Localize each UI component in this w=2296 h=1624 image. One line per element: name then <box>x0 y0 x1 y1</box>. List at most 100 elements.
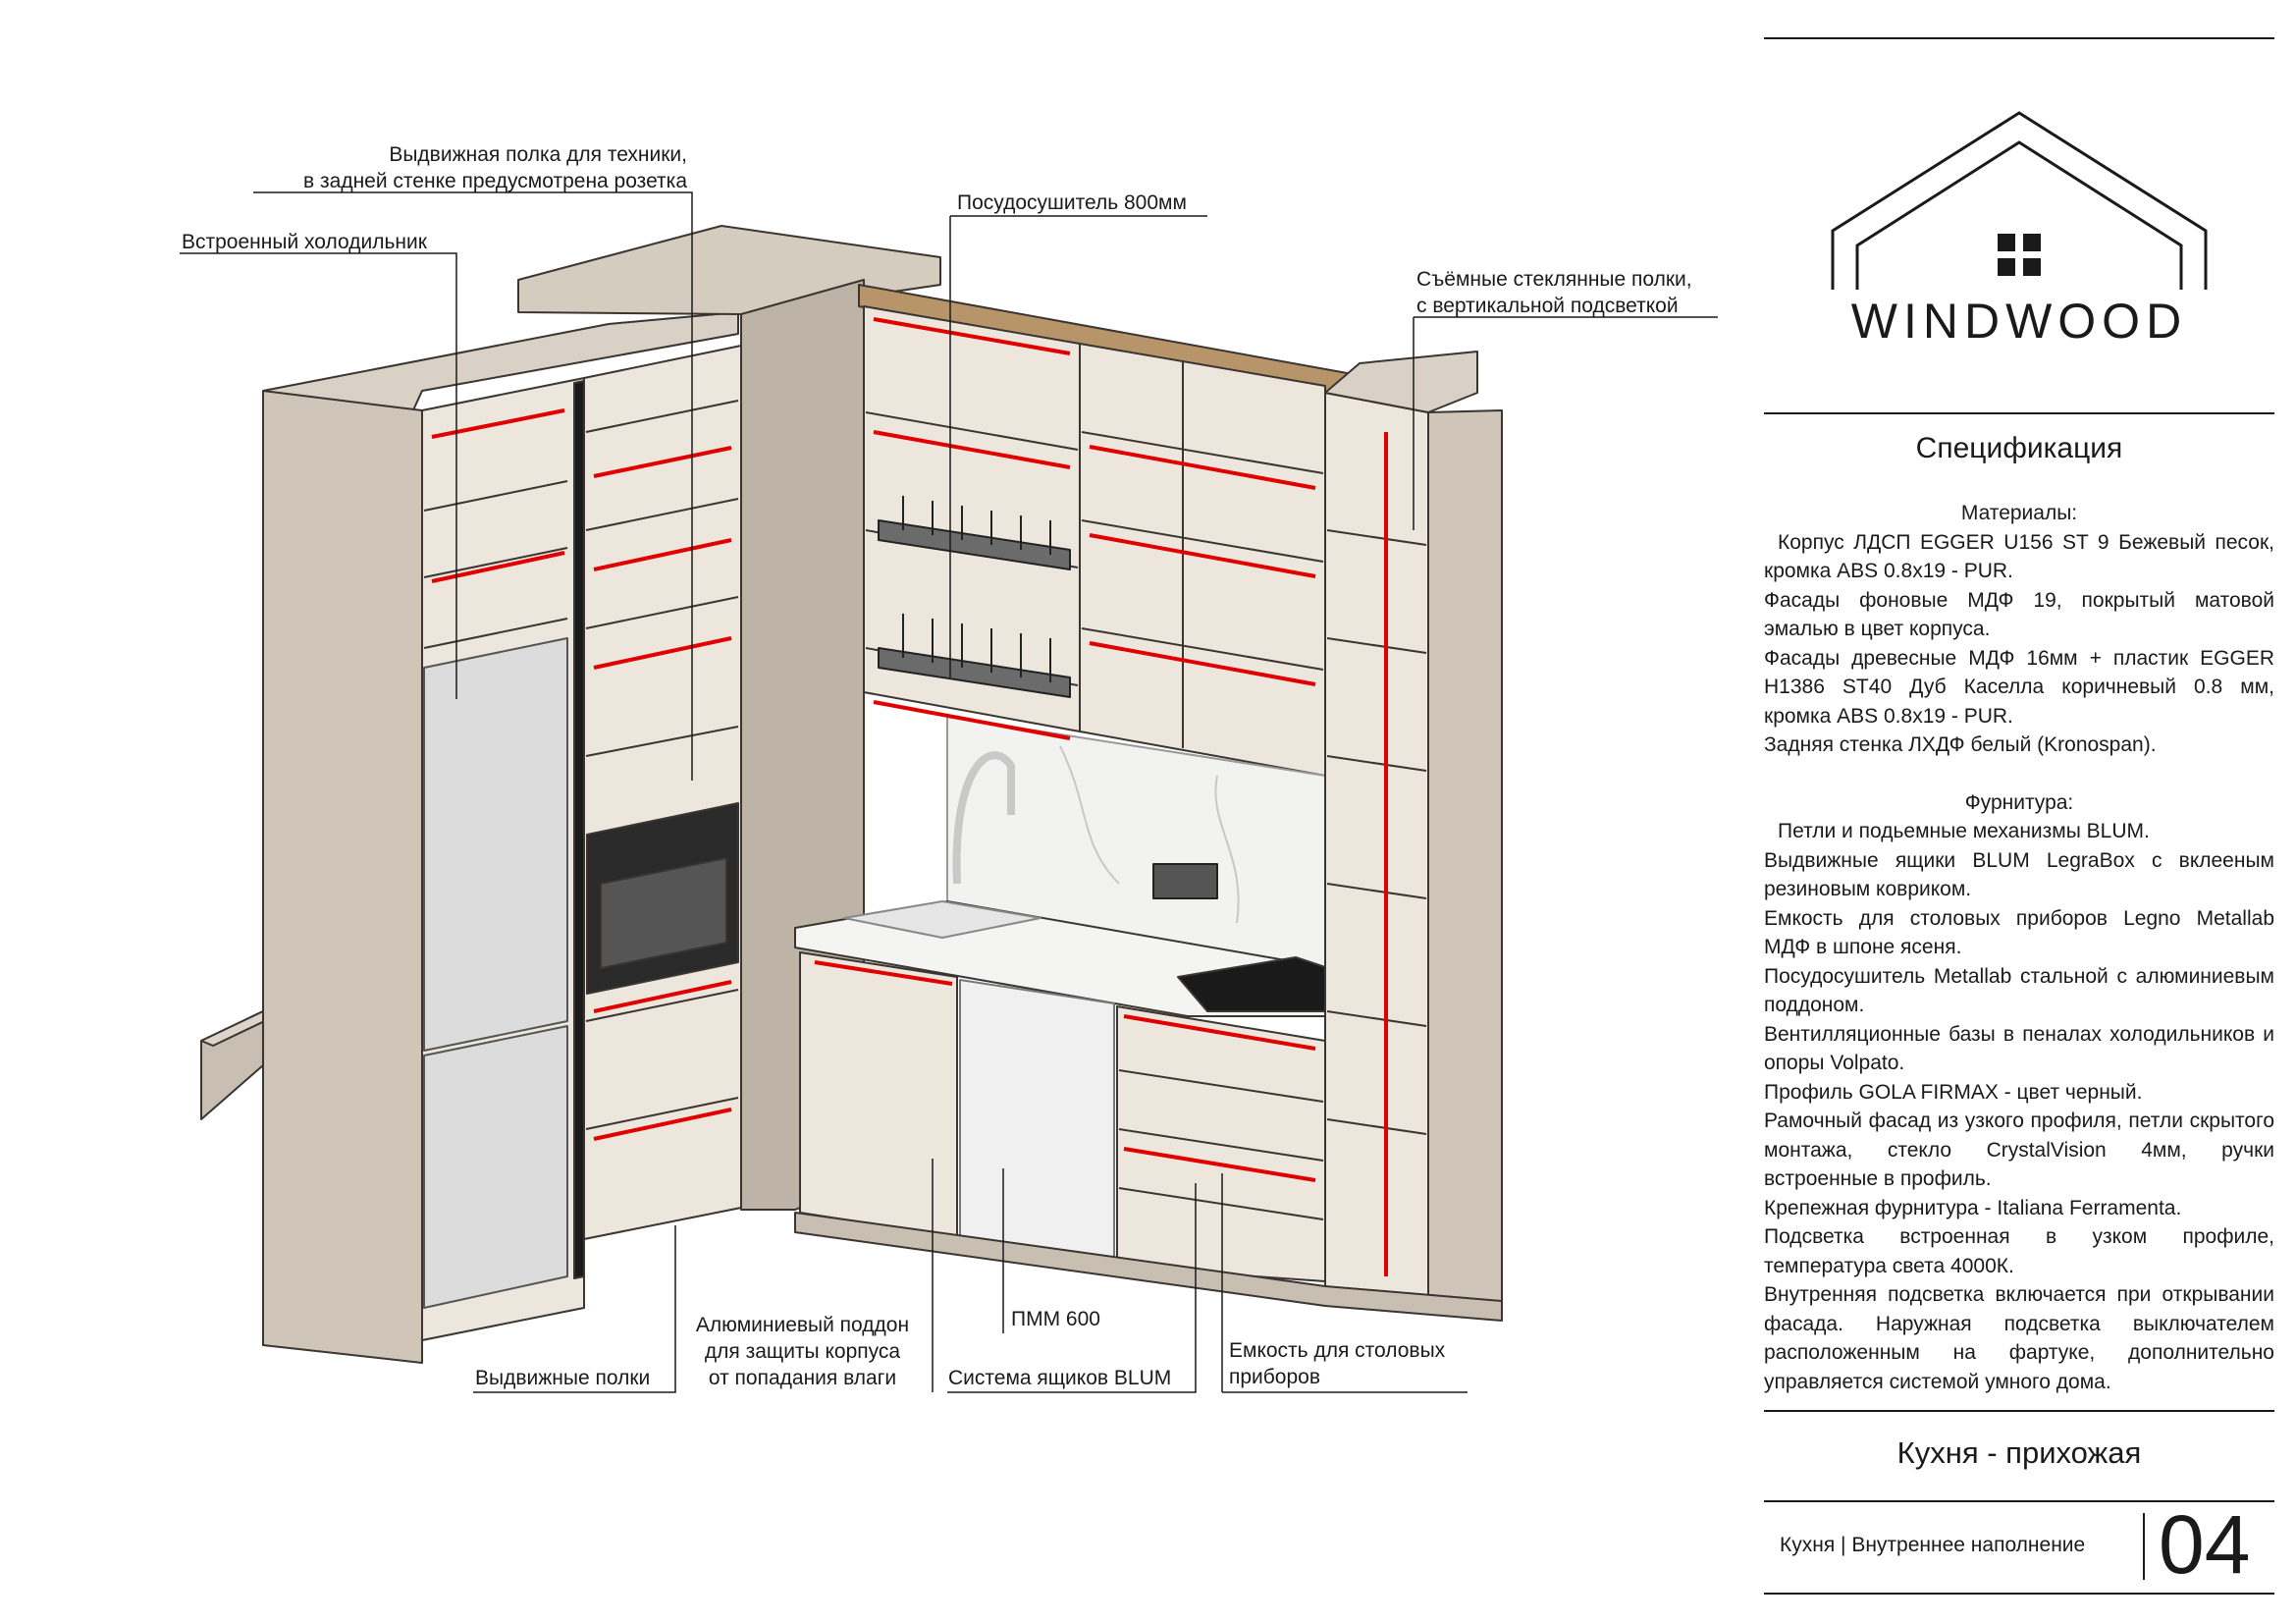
fridge-door-lower <box>423 1025 568 1309</box>
oven-column-inner <box>583 345 742 1240</box>
glass-shelf <box>1326 1010 1427 1027</box>
oven-shelf <box>585 726 739 757</box>
sheet-label: Кухня | Внутреннее наполнение <box>1780 1534 2086 1556</box>
callout-line: Система ящиков BLUM <box>948 1367 1172 1389</box>
led-strips <box>431 317 1388 1276</box>
leader-drawer <box>947 1183 1197 1393</box>
kitchen-model <box>200 225 1503 1364</box>
glass-column-side <box>1427 409 1503 1307</box>
divider <box>1764 37 2274 39</box>
divider <box>1764 1410 2274 1412</box>
backsplash-vein <box>1059 745 1240 924</box>
brand-name: WINDWOOD <box>1850 294 2188 349</box>
spec-item: Фасады фоновые МДФ 19, покрытый матовой … <box>1764 588 2274 641</box>
leader-pull-out <box>473 1225 676 1393</box>
spec-item: Профиль GOLA FIRMAX - цвет черный. <box>1764 1080 2143 1104</box>
base-sink-cabinet <box>799 951 958 1238</box>
spec-item: Задняя стенка ЛХДФ белый (Kronospan). <box>1764 733 2157 756</box>
spec-item: Посудосушитель Metallab стальной с алюми… <box>1764 964 2274 1017</box>
drawer <box>1118 1187 1324 1220</box>
oven-shelf <box>585 596 739 629</box>
fridge-door <box>423 637 568 1052</box>
dishwasher-panel <box>959 979 1115 1263</box>
drawer <box>1118 1128 1324 1162</box>
upper-cabinet-right <box>1079 343 1326 777</box>
sink <box>843 900 1041 939</box>
oven-shelf <box>585 989 739 1022</box>
plinth <box>794 1212 1503 1322</box>
house-logo-icon <box>1831 111 2208 290</box>
callout-line: Выдвижная полка для техники, <box>389 143 687 166</box>
callout-line: ПММ 600 <box>1011 1308 1100 1330</box>
callout-dishwasher: ПММ 600 <box>1011 1306 1100 1332</box>
callout-line: с вертикальной подсветкой <box>1416 295 1679 317</box>
callout-drawer-system: Система ящиков BLUM <box>948 1365 1171 1391</box>
dish-rack <box>878 496 1071 698</box>
page-number: 04 <box>2159 1498 2251 1591</box>
leader-shelf-appliance <box>253 191 693 781</box>
callout-fridge: Встроенный холодильник <box>182 229 427 255</box>
callout-line: Съёмные стеклянные полки, <box>1416 268 1692 291</box>
callout-line: Емкость для столовых <box>1229 1339 1446 1362</box>
spec-item: Емкость для столовых приборов Legno Meta… <box>1764 906 2274 959</box>
callout-line: Встроенный холодильник <box>182 231 427 253</box>
title-block: WINDWOOD Спецификация Материалы: Корпус … <box>1764 0 2274 1624</box>
callout-line: в задней стенке предусмотрена розетка <box>303 170 687 192</box>
glass-shelf <box>1326 1118 1427 1135</box>
fridge-unit-side <box>262 390 423 1364</box>
fridge-shelf <box>423 480 568 512</box>
oven-shelf <box>585 1097 739 1130</box>
divider <box>1764 1593 2274 1595</box>
hardware-heading: Фурнитура: <box>1964 790 2074 814</box>
leader-fridge <box>180 252 457 699</box>
spec-title: Спецификация <box>1915 432 2123 464</box>
callout-cutlery: Емкость для столовых приборов <box>1229 1337 1445 1390</box>
divider <box>1764 412 2274 414</box>
leader-lines <box>180 191 1718 1393</box>
fridge-shelf <box>423 547 568 578</box>
upper-shelf <box>1081 519 1324 563</box>
oven-column-frame <box>573 380 585 1279</box>
oven-window <box>600 857 727 969</box>
glass-shelf <box>1326 883 1427 899</box>
upper-shelf <box>865 411 1079 451</box>
divider <box>1764 1500 2274 1502</box>
spec-item: Выдвижные ящики BLUM LegraBox с вклееным… <box>1764 848 2274 901</box>
oven-shelf <box>585 498 739 531</box>
glass-column-top <box>1324 351 1478 413</box>
callout-line: для защиты корпуса <box>704 1340 901 1363</box>
upper-shelf <box>1081 627 1324 671</box>
callout-pull-out-shelves: Выдвижные полки <box>475 1365 650 1391</box>
materials-heading: Материалы: <box>1960 502 2078 524</box>
spec-item: Вентилляционные базы в пеналах холодильн… <box>1764 1022 2274 1075</box>
upper-shelf <box>1081 431 1324 474</box>
spec-body: Материалы: Корпус ЛДСП EGGER U156 ST 9 Б… <box>1764 499 2274 1396</box>
faucet <box>952 751 1015 885</box>
spec-item: Подсветка встроенная в узком профиле, те… <box>1764 1225 2274 1277</box>
spec-item: Крепежная фурнитура - Italiana Ferrament… <box>1764 1196 2182 1219</box>
spec-item: Петли и подьемные механизмы BLUM. <box>1778 820 2150 842</box>
glass-shelf <box>1326 637 1427 654</box>
glass-shelf <box>1326 755 1427 772</box>
footer-divider <box>2143 1513 2145 1580</box>
callout-glass-shelves: Съёмные стеклянные полки, с вертикальной… <box>1416 266 1692 319</box>
callout-line: от попадания влаги <box>708 1367 897 1389</box>
spec-item: Внутренняя подсветка включается при откр… <box>1764 1283 2274 1393</box>
spec-item: Фасады древесные МДФ 16мм + пластик EGGE… <box>1764 646 2274 728</box>
wall-switch <box>1152 863 1218 899</box>
callout-line: Посудосушитель 800мм <box>957 191 1187 214</box>
drawer <box>1118 1069 1324 1103</box>
fridge-shelf <box>423 618 568 649</box>
glass-shelf <box>1326 529 1427 546</box>
callout-line: Алюминиевый поддон <box>695 1314 910 1336</box>
callout-tray: Алюминиевый поддон для защиты корпуса от… <box>677 1312 928 1391</box>
callout-line: приборов <box>1229 1366 1321 1388</box>
callout-line: Выдвижные полки <box>475 1367 651 1389</box>
spec-item: Корпус ЛДСП EGGER U156 ST 9 Бежевый песо… <box>1764 530 2274 583</box>
kitchen-isometric-drawing <box>180 191 1718 1393</box>
spec-item: Рамочный фасад из узкого профиля, петли … <box>1764 1110 2274 1190</box>
callout-dish-rack: Посудосушитель 800мм <box>957 189 1187 216</box>
room-title: Кухня - прихожая <box>1896 1435 2142 1470</box>
callout-shelf-appliance: Выдвижная полка для техники, в задней ст… <box>303 141 687 194</box>
oven-shelf <box>585 400 739 433</box>
